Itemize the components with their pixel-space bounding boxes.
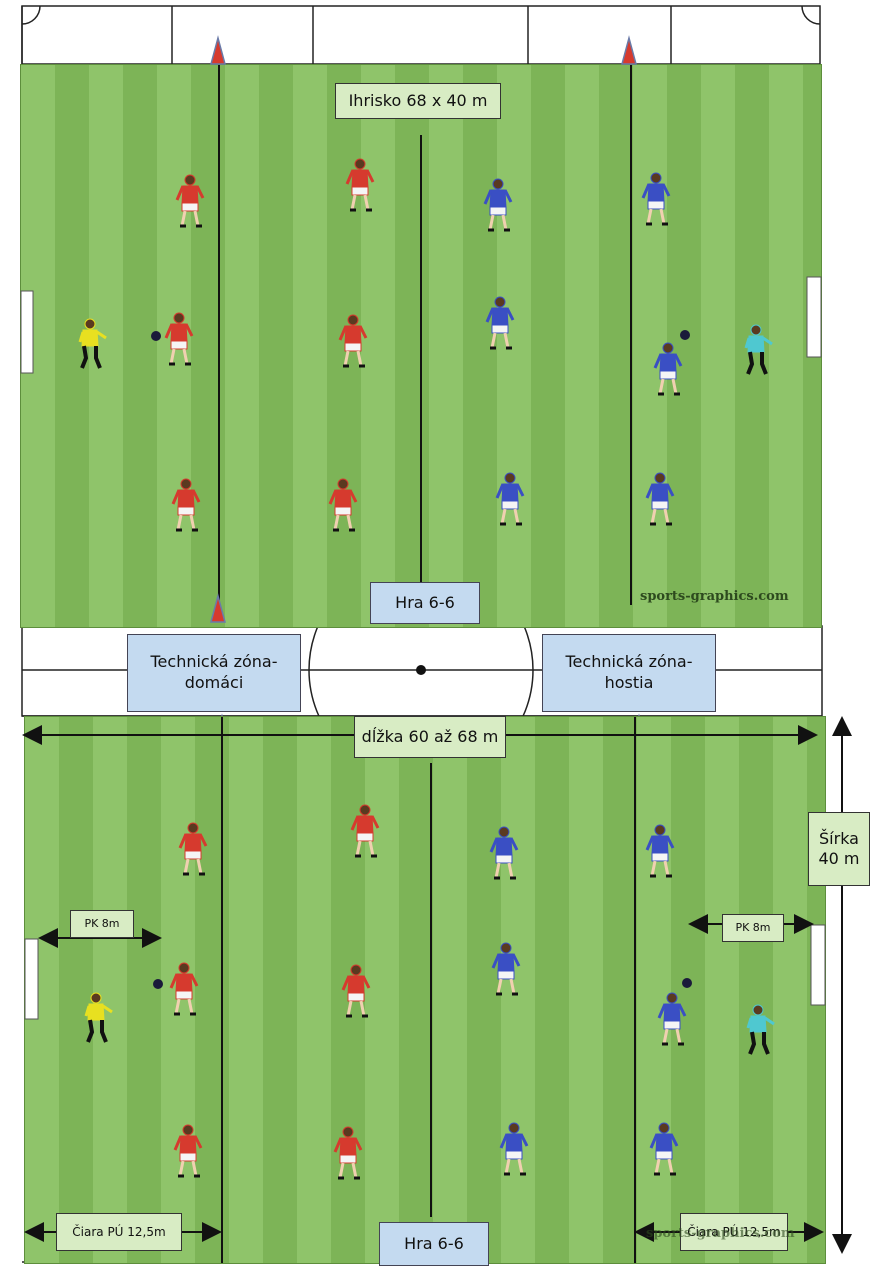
top-field	[20, 64, 822, 628]
width-label: Šírka 40 m	[808, 812, 870, 886]
tech-zone-home: Technická zóna- domáci	[127, 634, 301, 712]
top-game-label: Hra 6-6	[370, 582, 480, 624]
length-label: dĺžka 60 až 68 m	[354, 716, 506, 758]
tech-zone-away-line2: hostia	[605, 673, 654, 694]
top-field-size-label: Ihrisko 68 x 40 m	[335, 83, 501, 119]
bottom-game-label: Hra 6-6	[379, 1222, 489, 1266]
bottom-field-lines	[25, 717, 825, 1263]
width-label-line1: Šírka	[819, 829, 859, 849]
pk-left-label: PK 8m	[70, 910, 134, 938]
bottom-watermark: sports-graphics.com	[646, 1226, 795, 1241]
tech-zone-away-line1: Technická zóna-	[566, 652, 693, 673]
bottom-field	[24, 716, 826, 1264]
line-left-label: Čiara PÚ 12,5m	[56, 1213, 182, 1251]
tech-zone-home-line2: domáci	[185, 673, 244, 694]
pk-right-label: PK 8m	[722, 914, 784, 942]
tech-zone-home-line1: Technická zóna-	[151, 652, 278, 673]
tech-zone-away: Technická zóna- hostia	[542, 634, 716, 712]
width-label-line2: 40 m	[818, 849, 859, 869]
top-field-lines	[21, 65, 821, 627]
top-watermark: sports-graphics.com	[640, 589, 789, 604]
